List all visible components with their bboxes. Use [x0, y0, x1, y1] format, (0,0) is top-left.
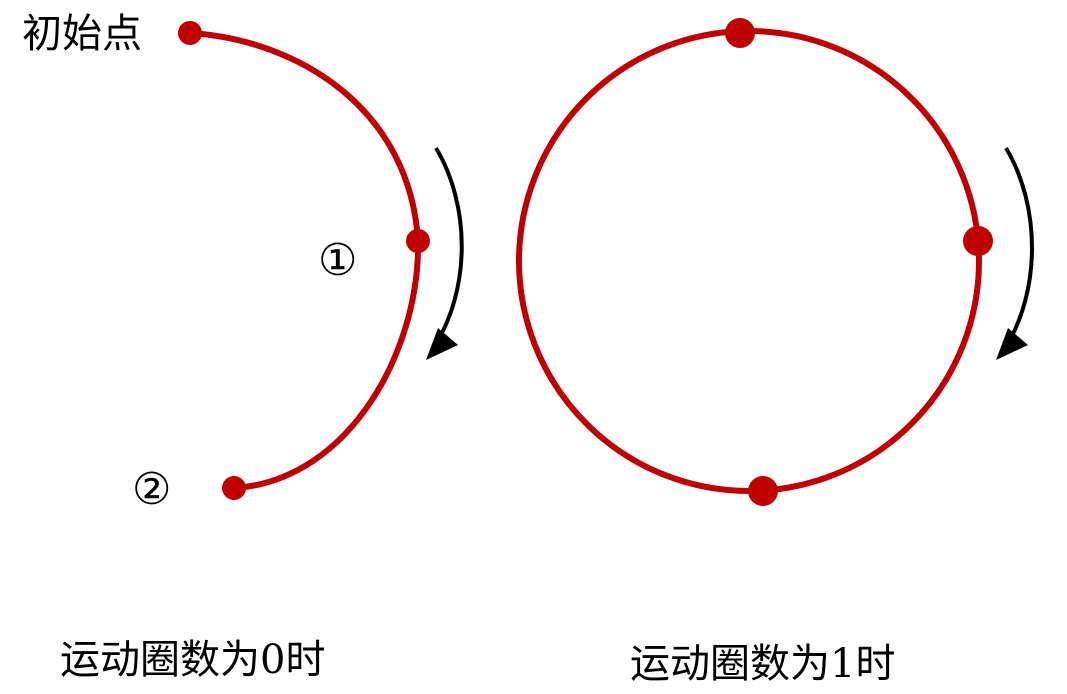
point-2 — [222, 476, 246, 500]
start-point — [178, 21, 202, 45]
point-1 — [406, 229, 430, 253]
point-1-label: ① — [318, 235, 357, 286]
direction-arrow-right — [1002, 146, 1034, 352]
right-point-bottom — [748, 476, 778, 506]
right-diagram — [516, 18, 1034, 506]
start-point-label: 初始点 — [22, 11, 142, 57]
left-diagram: 初始点 ① ② — [22, 11, 464, 515]
right-path-circle — [516, 28, 982, 494]
right-point-right — [963, 226, 993, 256]
arrowhead-left — [426, 328, 458, 360]
left-path-arc — [187, 30, 422, 491]
right-point-top — [725, 18, 755, 48]
point-2-label: ② — [132, 464, 171, 515]
arrowhead-right — [996, 328, 1028, 360]
right-caption: 运动圈数为1时 — [630, 641, 896, 687]
direction-arrow-left — [430, 146, 464, 352]
left-caption: 运动圈数为0时 — [60, 637, 326, 683]
